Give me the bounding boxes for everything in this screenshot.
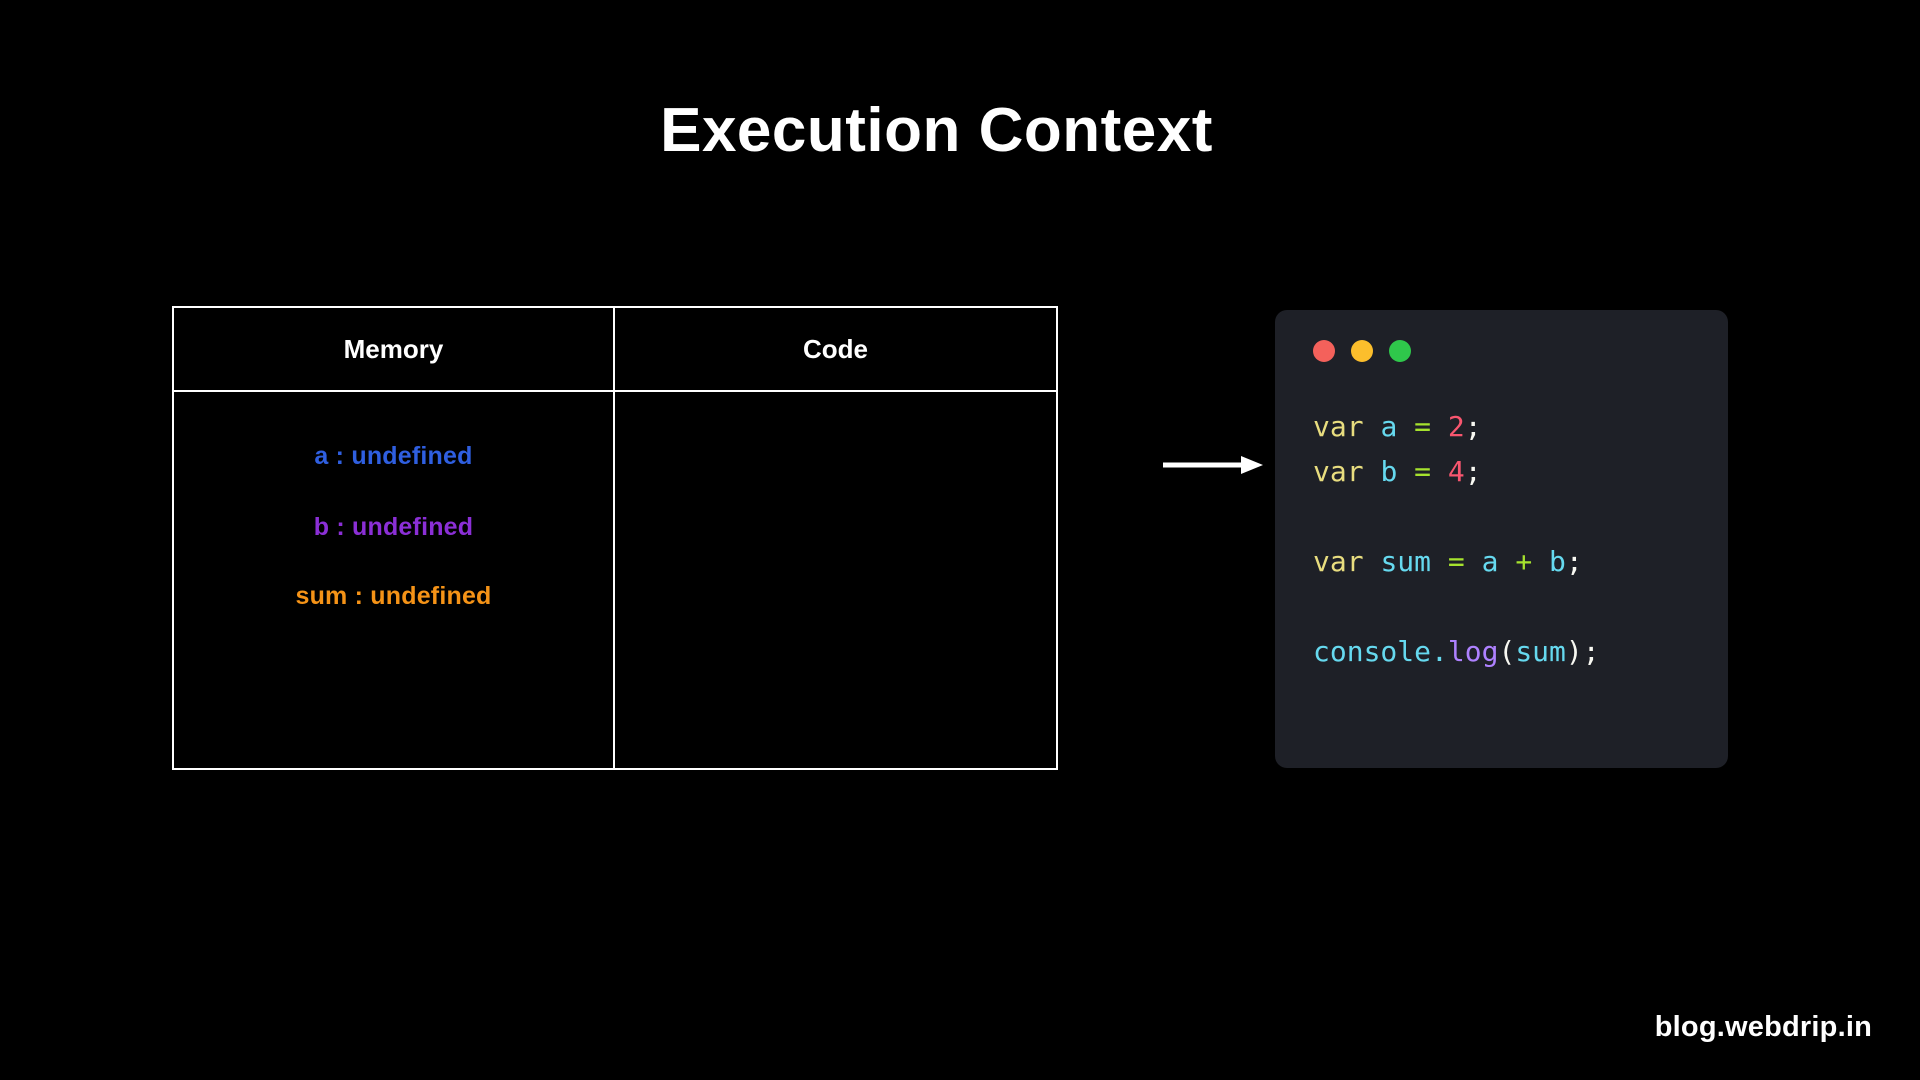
code-token: ;	[1565, 545, 1583, 578]
code-window-titlebar	[1313, 340, 1690, 362]
watermark: blog.webdrip.in	[1654, 1011, 1872, 1043]
code-line: var b = 4;	[1313, 449, 1690, 494]
code-token	[1532, 545, 1549, 578]
memory-column-cell: a : undefined b : undefined sum : undefine…	[174, 392, 615, 768]
page-title: Execution Context	[660, 96, 1213, 165]
code-token: b	[1549, 545, 1566, 578]
code-token: ;	[1464, 455, 1482, 488]
code-token: log	[1447, 635, 1499, 668]
code-token: b	[1380, 455, 1398, 488]
code-token: =	[1447, 545, 1465, 578]
code-token	[1431, 545, 1448, 578]
code-token: )	[1565, 635, 1583, 668]
code-token: (	[1498, 635, 1516, 668]
code-editor-content: var a = 2;var b = 4;var sum = a + b;cons…	[1313, 404, 1690, 674]
code-token: ;	[1464, 410, 1482, 443]
code-token	[1364, 545, 1381, 578]
code-window: var a = 2;var b = 4;var sum = a + b;cons…	[1275, 310, 1728, 768]
code-token: =	[1414, 455, 1432, 488]
code-token	[1498, 545, 1515, 578]
code-token: var	[1313, 455, 1364, 488]
code-column-cell	[615, 392, 1056, 768]
code-token: var	[1313, 410, 1364, 443]
code-token	[1465, 545, 1482, 578]
code-token	[1431, 455, 1448, 488]
table-header-cell-memory: Memory	[174, 308, 615, 390]
code-token: sum	[1515, 635, 1566, 668]
close-dot-icon[interactable]	[1313, 340, 1335, 362]
code-token: 4	[1447, 455, 1465, 488]
code-entry-list	[615, 392, 1056, 768]
table-header-cell-code: Code	[615, 308, 1056, 390]
code-token	[1364, 410, 1381, 443]
table-header-row: Memory Code	[174, 308, 1056, 392]
memory-entry-b: b : undefined	[313, 513, 474, 541]
minimize-dot-icon[interactable]	[1351, 340, 1373, 362]
execution-context-table: Memory Code a : undefined b : undefined su…	[172, 306, 1058, 770]
code-line: var sum = a + b;	[1313, 539, 1690, 584]
code-token	[1397, 455, 1414, 488]
code-token: console	[1313, 635, 1432, 668]
code-token: a	[1481, 545, 1499, 578]
code-column-label: Code	[803, 333, 868, 364]
arrow-right-icon	[1163, 453, 1263, 477]
code-token: sum	[1380, 545, 1432, 578]
code-token: ;	[1582, 635, 1600, 668]
code-token: a	[1380, 410, 1398, 443]
code-token: =	[1414, 410, 1432, 443]
maximize-dot-icon[interactable]	[1389, 340, 1411, 362]
code-token	[1431, 410, 1448, 443]
code-token: var	[1313, 545, 1364, 578]
code-line	[1313, 584, 1690, 629]
code-token: 2	[1447, 410, 1465, 443]
memory-entry-list: a : undefined b : undefined sum : undefine…	[174, 392, 613, 768]
code-token: .	[1431, 635, 1448, 668]
code-token	[1364, 455, 1381, 488]
code-line: var a = 2;	[1313, 404, 1690, 449]
memory-entry-sum: sum : undefined	[295, 582, 492, 610]
code-line	[1313, 494, 1690, 539]
memory-entry-a: a : undefined	[314, 442, 473, 470]
code-token: +	[1515, 545, 1533, 578]
table-body-row: a : undefined b : undefined sum : undefine…	[174, 392, 1056, 768]
code-token	[1397, 410, 1414, 443]
memory-column-label: Memory	[343, 333, 444, 364]
code-line: console.log(sum);	[1313, 629, 1690, 674]
